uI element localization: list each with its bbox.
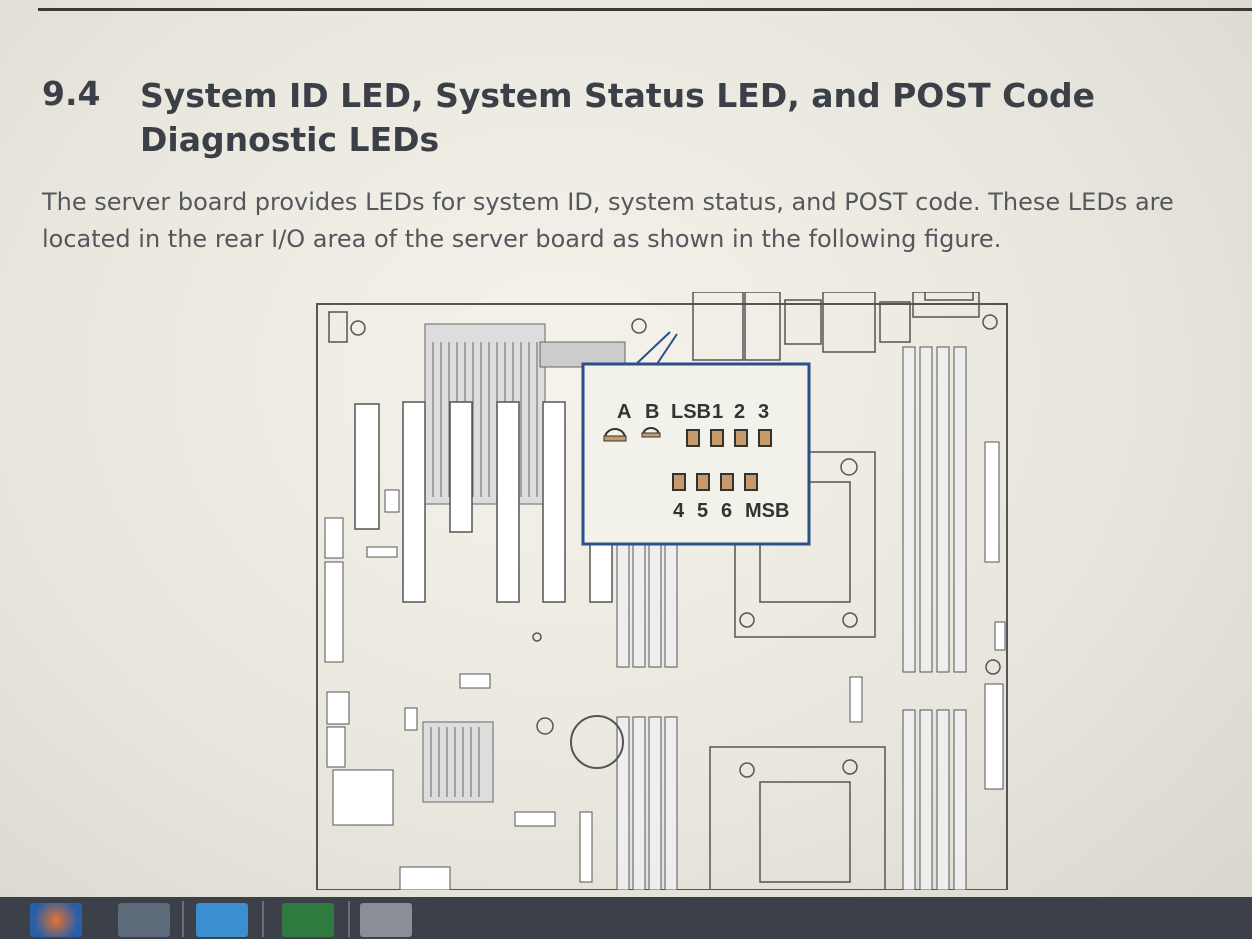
label-lsb: LSB <box>671 401 711 423</box>
callout-leader-line <box>632 331 671 368</box>
dimm-slots-right <box>902 346 967 890</box>
taskbar-separator <box>182 901 184 937</box>
header-rule <box>38 8 1252 11</box>
label-5: 5 <box>697 500 708 522</box>
led-callout: A B LSB 1 2 3 <box>581 362 811 546</box>
label-a: A <box>617 401 631 423</box>
rear-io-connectors <box>692 292 980 361</box>
taskbar <box>0 897 1252 939</box>
label-2: 2 <box>734 401 745 423</box>
cpu-socket-2 <box>709 746 886 890</box>
cmos-battery-icon <box>570 715 624 769</box>
body-paragraph: The server board provides LEDs for syste… <box>42 188 1174 253</box>
lower-heatsink <box>422 721 494 803</box>
chipset-heatsink <box>424 323 546 505</box>
system-status-led-icon <box>641 427 661 438</box>
label-4: 4 <box>673 500 685 522</box>
post-led-row-top <box>686 429 772 447</box>
dimm-slots-left <box>616 521 678 890</box>
corner-mounting-holes <box>350 314 1001 735</box>
section-number: 9.4 <box>42 74 101 113</box>
post-led-row-bottom <box>672 473 758 491</box>
label-b: B <box>645 401 659 423</box>
system-id-led-icon <box>603 428 627 442</box>
board-outline <box>316 303 1008 890</box>
taskbar-separator-2 <box>262 901 264 937</box>
fan-header <box>328 311 348 343</box>
browser-icon[interactable] <box>30 903 82 937</box>
label-6: 6 <box>721 500 732 522</box>
calculator-icon[interactable] <box>360 903 412 937</box>
server-board-figure: A B LSB 1 2 3 <box>315 292 1015 890</box>
label-3: 3 <box>758 401 769 423</box>
label-msb: MSB <box>745 500 789 522</box>
side-headers <box>324 441 1006 890</box>
taskbar-separator-3 <box>348 901 350 937</box>
app-icon[interactable] <box>118 903 170 937</box>
label-1: 1 <box>712 401 723 423</box>
section-title: System ID LED, System Status LED, and PO… <box>140 76 1096 159</box>
remote-icon[interactable] <box>196 903 248 937</box>
callout-leader-line-2 <box>654 333 678 368</box>
spreadsheet-icon[interactable] <box>282 903 334 937</box>
